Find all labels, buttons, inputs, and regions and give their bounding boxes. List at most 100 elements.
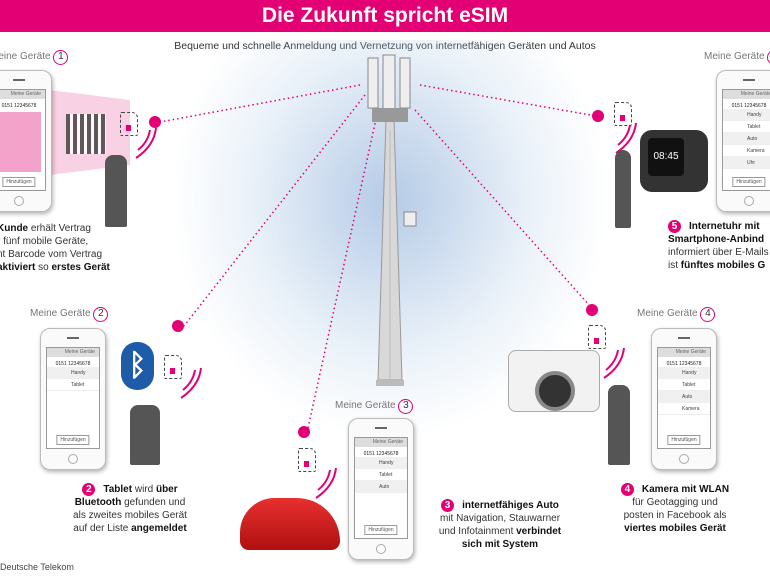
device-list-item[interactable]: Uhr [723, 157, 770, 169]
step-badge: 3 [441, 499, 455, 512]
speaker-icon [67, 337, 79, 339]
caption-line: für Geotagging und [605, 496, 745, 509]
device-list-item[interactable]: Handy [355, 457, 407, 469]
connection-line-3 [307, 109, 379, 429]
caption-line: 5 Internetuhr mit [668, 220, 769, 233]
page-title: Die Zukunft spricht eSIM [261, 4, 509, 27]
caption-text: posten in Facebook als [623, 510, 727, 521]
esim-icon [614, 102, 632, 126]
step-number: 2 [93, 307, 109, 322]
my-devices-label-4: Meine Geräte 4 [637, 307, 716, 322]
caption-line: informiert über E-Mails [668, 246, 769, 259]
home-button[interactable] [376, 544, 386, 554]
caption-line: Bluetooth gefunden und [60, 496, 200, 509]
caption-line: auf der Liste angemeldet [60, 522, 200, 535]
caption-text: angemeldet [131, 523, 187, 534]
person-icon [608, 385, 630, 465]
caption-text: so [35, 262, 52, 273]
my-devices-text: Meine Geräte [0, 51, 51, 62]
my-devices-label-2: Meine Geräte 2 [30, 307, 109, 322]
add-device-button[interactable]: Hinzufügen [667, 435, 701, 445]
connection-line-5 [419, 84, 597, 117]
footer-credit: Deutsche Telekom [0, 562, 74, 572]
caption-text: mit Navigation, Stauwarner [439, 513, 561, 524]
device-list-item[interactable]: Handy [47, 367, 99, 379]
step-badge: 5 [668, 220, 681, 233]
step-badge: 4 [620, 483, 634, 496]
caption-text: gefunden und [121, 497, 186, 508]
step-badge: 2 [82, 483, 96, 496]
speaker-icon [375, 427, 387, 429]
connection-line-1 [159, 84, 361, 123]
add-device-button[interactable]: Hinzufügen [2, 177, 36, 187]
qr-code-icon [66, 114, 106, 154]
caption-line: als zweites mobiles Gerät [60, 509, 200, 522]
caption-line: sich mit System [430, 538, 570, 551]
caption-text: erhält Vertrag [28, 223, 91, 234]
caption-text: Kunde [0, 223, 29, 234]
caption-line: r fünf mobile Geräte, [0, 235, 110, 248]
caption-text: viertes mobiles Gerät [624, 523, 726, 534]
person-sitting-icon [130, 405, 160, 465]
add-device-button[interactable]: Hinzufügen [56, 435, 90, 445]
device-list-item[interactable]: Auto [658, 391, 710, 403]
caption-text: aktiviert [0, 262, 36, 273]
person-icon [615, 150, 631, 228]
step-number: 1 [53, 50, 69, 65]
my-devices-text: Meine Geräte [637, 308, 698, 319]
signal-dot-3 [298, 426, 310, 438]
device-list-item[interactable]: Auto [723, 133, 770, 145]
device-list-item[interactable]: Tablet [47, 379, 99, 391]
device-list-item[interactable]: Tablet [723, 121, 770, 133]
my-devices-text: Meine Geräte [704, 51, 765, 62]
speaker-icon [678, 337, 690, 339]
phone-number: 0151 12345678 [666, 361, 702, 367]
device-list-item[interactable]: Tablet [355, 469, 407, 481]
cell-tower-icon [367, 54, 417, 386]
step-number: 3 [398, 399, 414, 414]
device-list-item[interactable]: Kamera [658, 403, 710, 415]
caption-text: ist [668, 260, 681, 271]
add-device-button[interactable]: Hinzufügen [732, 177, 766, 187]
caption-text: Internetuhr mit [689, 221, 760, 232]
caption-line: nt Barcode vom Vertrag [0, 248, 110, 261]
device-list-item[interactable]: Kamera [723, 145, 770, 157]
home-button[interactable] [679, 454, 689, 464]
home-button[interactable] [68, 454, 78, 464]
device-list-item[interactable]: Handy [658, 367, 710, 379]
signal-dot-5 [592, 110, 604, 122]
my-devices-label-1: Meine Geräte 1 [0, 50, 69, 65]
device-list-item[interactable]: Tablet [658, 379, 710, 391]
caption-text: wird [132, 484, 156, 495]
smartwatch-image: 08:45 [640, 130, 708, 192]
caption-text: verbindet [516, 526, 562, 537]
caption-text: Tablet [103, 484, 133, 495]
caption-line: Kunde erhält Vertrag [0, 222, 110, 235]
esim-icon [164, 355, 182, 379]
caption-line: Smartphone-Anbind [668, 233, 769, 246]
esim-icon [120, 112, 138, 136]
home-button[interactable] [744, 196, 754, 206]
caption-text: sich mit System [461, 539, 539, 550]
signal-dot-1 [149, 116, 161, 128]
device-list-item[interactable]: Auto [355, 481, 407, 493]
home-button[interactable] [14, 196, 24, 206]
caption-text: Kamera mit WLAN [641, 484, 730, 495]
device-list-item[interactable]: Handy [723, 109, 770, 121]
add-device-button[interactable]: Hinzufügen [364, 525, 398, 535]
screen-header: Meine Geräte [355, 438, 407, 447]
screen-header: Meine Geräte [47, 348, 99, 357]
caption-text: erstes Gerät [51, 262, 110, 273]
car-image [240, 498, 340, 550]
my-devices-label-3: Meine Geräte 3 [335, 399, 414, 414]
